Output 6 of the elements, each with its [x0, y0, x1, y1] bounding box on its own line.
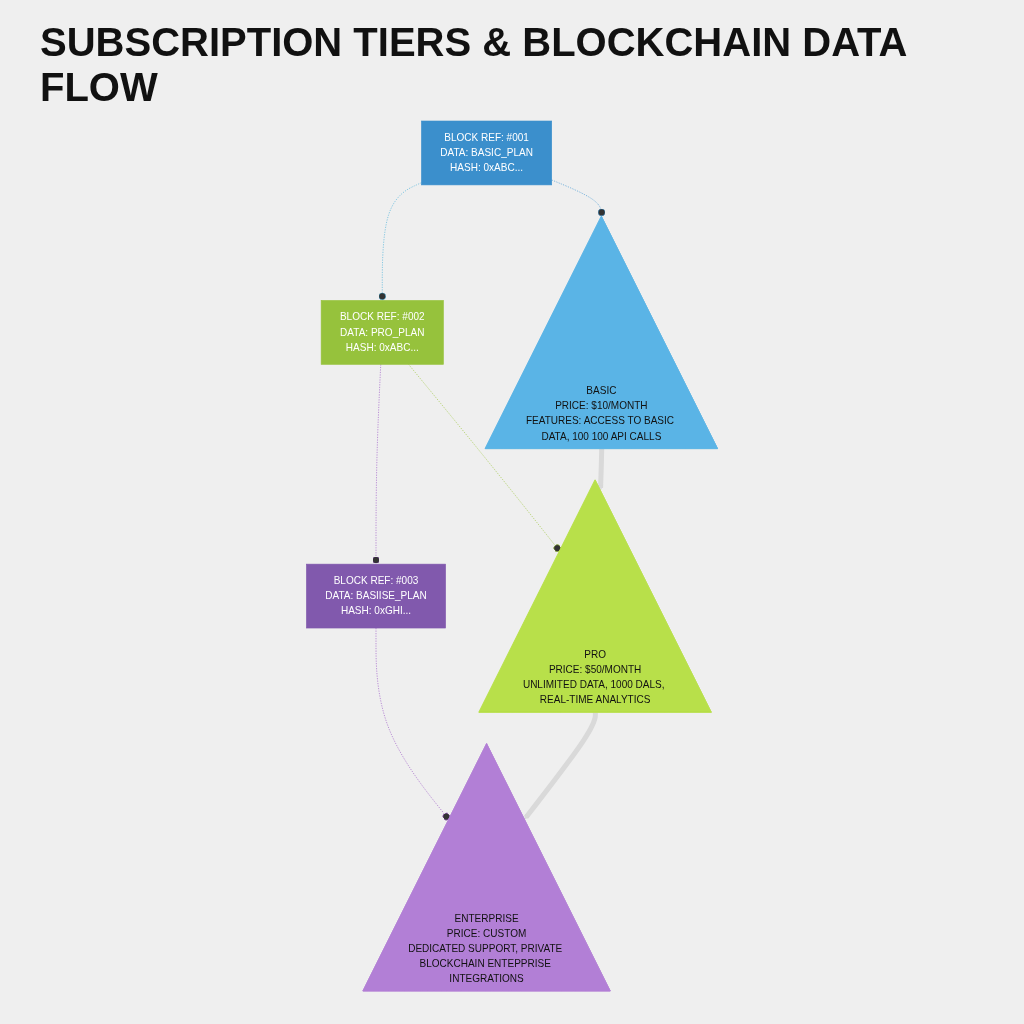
node-box: BLOCK REF: #001 DATA: BASIC_PLAN HASH: 0xABC... — [421, 120, 552, 186]
node-box: BLOCK REF: #002 DATA: PRO_PLAN HASH: 0xABC... — [320, 300, 444, 365]
arrow — [524, 712, 598, 820]
arrow — [597, 448, 605, 491]
title: SUBSCRIPTION TIERS & BLOCKCHAIN DATA FLOW — [40, 20, 907, 110]
node-box: BLOCK REF: #003 DATA: BASIISE_PLAN HASH: 0xGHI... — [306, 563, 446, 629]
